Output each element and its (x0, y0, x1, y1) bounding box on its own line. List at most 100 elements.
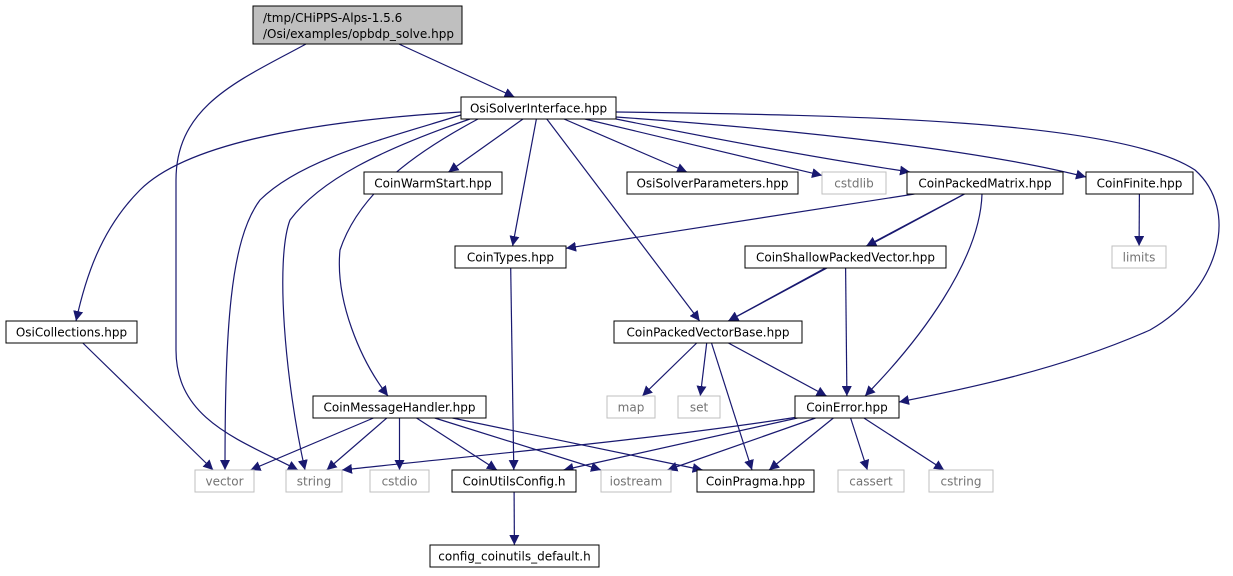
node-cstring: cstring (928, 469, 994, 493)
edge-CoinMessageHandler-to-CoinPragma (452, 417, 703, 473)
edge-OsiSolverInterface-to-vector (220, 114, 462, 471)
node-label: /Osi/examples/opbdp_solve.hpp (263, 27, 454, 41)
node-label: CoinShallowPackedVector.hpp (756, 251, 935, 265)
edge-CoinTypes-to-CoinUtilsConfig (508, 267, 519, 471)
edge-OsiSolverInterface-to-cstdlib (584, 118, 823, 178)
node-box (928, 469, 994, 493)
edge-OsiSolverInterface-to-CoinFinite (615, 116, 1087, 180)
edge-CoinPackedVectorBase-to-map (641, 342, 698, 397)
node-CoinFinite[interactable]: CoinFinite.hpp (1085, 171, 1194, 195)
edge-OsiSolverInterface-to-CoinMessageHandler (338, 118, 479, 397)
edge-CoinError-to-CoinUtilsConfig (563, 417, 798, 473)
node-box (454, 245, 567, 269)
node-CoinShallowPackedVector[interactable]: CoinShallowPackedVector.hpp (744, 245, 947, 269)
edge-CoinError-to-CoinPragma (768, 417, 834, 471)
node-box (5, 320, 138, 344)
node-box (369, 469, 430, 493)
edge-OsiSolverInterface-to-OsiCollections (73, 111, 462, 322)
node-CoinError[interactable]: CoinError.hpp (794, 395, 900, 419)
node-box (1111, 245, 1167, 269)
node-string: string (285, 469, 343, 493)
edge-OsiSolverInterface-to-CoinTypes (509, 118, 537, 247)
node-vector: vector (194, 469, 255, 493)
node-limits: limits (1111, 245, 1167, 269)
node-CoinTypes[interactable]: CoinTypes.hpp (454, 245, 567, 269)
node-label: OsiCollections.hpp (16, 326, 127, 340)
node-box (460, 96, 617, 120)
edge-CoinShallowPackedVector-to-CoinPackedVectorBase (727, 267, 826, 322)
node-box (451, 469, 577, 493)
node-root: /tmp/CHiPPS-Alps-1.5.6/Osi/examples/opbd… (252, 5, 463, 45)
node-box (429, 544, 600, 568)
node-set: set (677, 395, 721, 419)
edge-CoinError-to-iostream (667, 417, 816, 472)
node-box (600, 469, 672, 493)
edges-layer (73, 43, 1220, 546)
node-box (677, 395, 721, 419)
node-box (821, 171, 887, 195)
node-label: CoinWarmStart.hpp (374, 177, 492, 191)
node-box (606, 395, 656, 419)
edge-OsiSolverInterface-to-CoinPackedVectorBase (546, 118, 701, 322)
node-label: map (618, 401, 645, 415)
node-box (837, 469, 905, 493)
node-box (363, 171, 503, 195)
node-iostream: iostream (600, 469, 672, 493)
edge-OsiSolverInterface-to-string (282, 118, 471, 471)
node-box (312, 395, 487, 419)
edge-root-to-string (175, 43, 307, 471)
node-OsiCollections[interactable]: OsiCollections.hpp (5, 320, 138, 344)
edge-CoinPackedVectorBase-to-CoinError (728, 342, 827, 397)
node-OsiSolverInterface[interactable]: OsiSolverInterface.hpp (460, 96, 617, 120)
node-label: limits (1123, 251, 1156, 265)
edge-CoinPackedVectorBase-to-set (696, 342, 708, 397)
edge-CoinMessageHandler-to-iostream (434, 417, 602, 472)
node-label: OsiSolverParameters.hpp (636, 177, 788, 191)
node-label: CoinPackedMatrix.hpp (918, 177, 1051, 191)
edge-CoinMessageHandler-to-vector (250, 417, 374, 471)
node-label: vector (205, 475, 243, 489)
edge-CoinMessageHandler-to-string (326, 417, 388, 471)
edge-CoinError-to-cassert (850, 417, 870, 471)
node-box (1085, 171, 1194, 195)
edge-root-to-OsiSolverInterface (398, 43, 515, 98)
node-CoinPackedVectorBase[interactable]: CoinPackedVectorBase.hpp (613, 320, 803, 344)
edge-CoinMessageHandler-to-CoinUtilsConfig (416, 417, 498, 471)
edge-OsiSolverInterface-to-CoinError (615, 111, 1220, 405)
edge-CoinError-to-cstring (863, 417, 945, 471)
node-label: CoinFinite.hpp (1097, 177, 1183, 191)
node-label: cassert (849, 475, 893, 489)
node-label: CoinPackedVectorBase.hpp (627, 326, 790, 340)
node-box (252, 5, 463, 45)
edge-CoinShallowPackedVector-to-CoinError (841, 267, 852, 397)
node-label: cstdio (382, 475, 418, 489)
node-box (194, 469, 255, 493)
node-label: CoinPragma.hpp (706, 475, 805, 489)
node-label: string (297, 475, 331, 489)
node-label: cstring (940, 475, 981, 489)
edge-OsiCollections-to-vector (82, 342, 214, 471)
edge-CoinPackedMatrix-to-CoinError (864, 193, 983, 397)
node-label: CoinError.hpp (806, 401, 887, 415)
node-label: CoinUtilsConfig.h (463, 475, 566, 489)
edge-OsiSolverInterface-to-CoinWarmStart (448, 118, 524, 173)
node-label: iostream (610, 475, 663, 489)
node-box (906, 171, 1064, 195)
node-label: /tmp/CHiPPS-Alps-1.5.6 (263, 11, 402, 25)
node-cstdlib: cstdlib (821, 171, 887, 195)
edge-CoinPackedVectorBase-to-CoinPragma (710, 342, 754, 471)
node-CoinPragma[interactable]: CoinPragma.hpp (696, 469, 815, 493)
node-box (696, 469, 815, 493)
edge-CoinPackedMatrix-to-CoinTypes (565, 193, 915, 252)
node-CoinPackedMatrix[interactable]: CoinPackedMatrix.hpp (906, 171, 1064, 195)
edge-OsiSolverInterface-to-CoinPackedMatrix (615, 118, 911, 176)
node-CoinWarmStart[interactable]: CoinWarmStart.hpp (363, 171, 503, 195)
nodes-layer: /tmp/CHiPPS-Alps-1.5.6/Osi/examples/opbd… (5, 5, 1194, 568)
node-box (613, 320, 803, 344)
node-config_coinutils_default[interactable]: config_coinutils_default.h (429, 544, 600, 568)
node-CoinMessageHandler[interactable]: CoinMessageHandler.hpp (312, 395, 487, 419)
node-label: set (690, 401, 709, 415)
node-OsiSolverParameters[interactable]: OsiSolverParameters.hpp (626, 171, 799, 195)
node-CoinUtilsConfig[interactable]: CoinUtilsConfig.h (451, 469, 577, 493)
